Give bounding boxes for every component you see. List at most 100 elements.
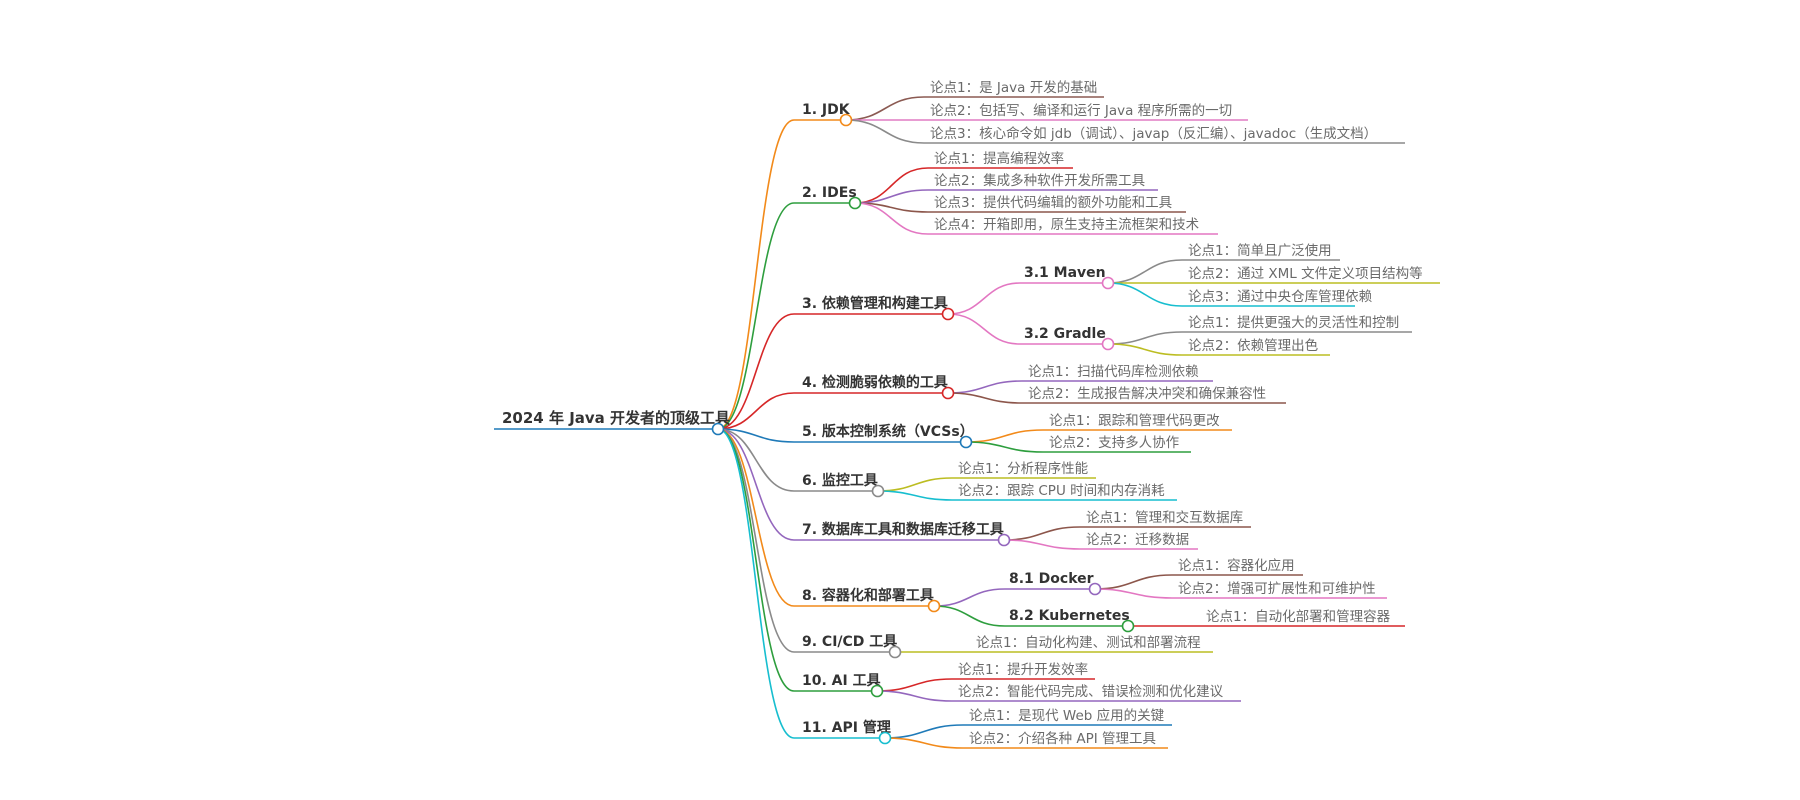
branch-node-dot[interactable]	[871, 484, 885, 498]
leaf-label: 论点1：自动化部署和管理容器	[1206, 608, 1391, 625]
branch-edge	[717, 428, 795, 739]
branch-edge	[717, 428, 795, 443]
leaf-label: 论点2：迁移数据	[1086, 532, 1189, 548]
sub-title: 3.1 Maven	[1024, 265, 1106, 281]
branch-title: 1. JDK	[802, 102, 851, 118]
branch-title: 6. 监控工具	[802, 472, 878, 489]
leaf-label: 论点2：介绍各种 API 管理工具	[969, 731, 1156, 747]
leaf-label: 论点2：生成报告解决冲突和确保兼容性	[1028, 385, 1266, 402]
sub-edge	[947, 313, 1021, 345]
leaf-label: 论点2：依赖管理出色	[1188, 337, 1318, 354]
branch-node-dot[interactable]	[941, 386, 955, 400]
root-node-dot[interactable]	[711, 422, 725, 436]
leaf-label: 论点1：扫描代码库检测依赖	[1028, 364, 1199, 380]
branch-node-dot[interactable]	[997, 533, 1011, 547]
leaf-edge	[876, 690, 953, 702]
leaf-edge	[877, 490, 953, 501]
branch-node-dot[interactable]	[941, 307, 955, 321]
branch-node-dot[interactable]	[870, 684, 884, 698]
leaf-label: 论点1：分析程序性能	[958, 461, 1088, 477]
branch-node-dot[interactable]	[848, 196, 862, 210]
leaf-edge	[947, 380, 1023, 394]
leaf-label: 论点2：支持多人协作	[1049, 434, 1179, 451]
sub-node-dot[interactable]	[1088, 582, 1102, 596]
leaf-edge	[845, 119, 925, 144]
leaf-label: 论点3：提供代码编辑的额外功能和工具	[934, 195, 1172, 211]
leaf-label: 论点1：提升开发效率	[958, 661, 1088, 678]
branch-edge	[717, 392, 795, 430]
leaf-label: 论点2：增强可扩展性和可维护性	[1178, 581, 1376, 597]
branch-edge	[717, 428, 795, 607]
branch-edge	[717, 428, 795, 653]
leaf-edge	[1107, 343, 1183, 356]
sub-edge	[933, 605, 1006, 627]
leaf-label: 论点1：提供更强大的灵活性和控制	[1188, 315, 1399, 331]
leaf-edge	[876, 678, 953, 692]
leaf-label: 论点1：跟踪和管理代码更改	[1049, 413, 1220, 429]
leaf-edge	[845, 96, 925, 121]
leaf-edge	[1003, 526, 1081, 541]
leaf-label: 论点2：跟踪 CPU 时间和内存消耗	[958, 483, 1165, 499]
leaf-label: 论点1：管理和交互数据库	[1086, 509, 1243, 526]
leaf-label: 论点1：是 Java 开发的基础	[930, 79, 1097, 96]
sub-title: 3.2 Gradle	[1024, 326, 1106, 342]
leaf-label: 论点3：核心命令如 jdb（调试）、javap（反汇编）、javadoc（生成文…	[930, 125, 1377, 142]
sub-title: 8.1 Docker	[1009, 571, 1094, 587]
branch-title: 2. IDEs	[802, 185, 857, 201]
leaf-label: 论点1：容器化应用	[1178, 557, 1295, 574]
branch-title: 7. 数据库工具和数据库迁移工具	[802, 521, 1004, 538]
branch-node-dot[interactable]	[959, 435, 973, 449]
leaf-edge	[854, 202, 929, 235]
branch-title: 10. AI 工具	[802, 673, 881, 689]
sub-edge	[947, 282, 1021, 315]
branch-edge	[717, 119, 795, 430]
branch-edge	[717, 428, 795, 692]
leaf-edge	[947, 392, 1023, 404]
mindmap-nodes: 2024 年 Java 开发者的顶级工具 1. JDK 论点1：是 Java 开发的…	[502, 79, 1423, 747]
branch-title: 5. 版本控制系统（VCSs）	[802, 423, 974, 440]
leaf-label: 论点1：自动化构建、测试和部署流程	[976, 635, 1201, 651]
leaf-edge	[965, 441, 1044, 453]
leaf-label: 论点1：是现代 Web 应用的关键	[969, 707, 1165, 724]
branch-node-dot[interactable]	[878, 731, 892, 745]
branch-title: 4. 检测脆弱依赖的工具	[802, 374, 948, 391]
leaf-label: 论点3：通过中央仓库管理依赖	[1188, 289, 1373, 305]
leaf-edge	[965, 429, 1044, 443]
branch-edge	[717, 313, 795, 430]
sub-edge	[933, 588, 1006, 607]
branch-title: 9. CI/CD 工具	[802, 634, 897, 650]
leaf-label: 论点2：集成多种软件开发所需工具	[934, 172, 1145, 189]
leaf-edge	[1003, 539, 1081, 550]
sub-title: 8.2 Kubernetes	[1009, 608, 1130, 624]
mindmap-edges	[494, 96, 1440, 749]
branch-node-dot[interactable]	[927, 599, 941, 613]
branch-node-dot[interactable]	[888, 645, 902, 659]
sub-node-dot[interactable]	[1101, 276, 1115, 290]
leaf-label: 论点2：通过 XML 文件定义项目结构等	[1188, 265, 1423, 282]
sub-node-dot[interactable]	[1121, 619, 1135, 633]
root-title: 2024 年 Java 开发者的顶级工具	[502, 409, 730, 427]
sub-node-dot[interactable]	[1101, 337, 1115, 351]
leaf-edge	[877, 477, 953, 492]
branch-title: 3. 依赖管理和构建工具	[802, 295, 948, 312]
leaf-edge	[884, 724, 964, 739]
leaf-edge	[884, 737, 964, 749]
leaf-label: 论点4：开箱即用，原生支持主流框架和技术	[934, 217, 1199, 233]
leaf-label: 论点1：简单且广泛使用	[1188, 242, 1332, 259]
branch-edge	[717, 428, 795, 492]
branch-title: 8. 容器化和部署工具	[802, 587, 934, 604]
leaf-edge	[1107, 331, 1183, 345]
leaf-label: 论点2：智能代码完成、错误检测和优化建议	[958, 684, 1224, 700]
leaf-edge	[1094, 588, 1173, 599]
branch-title: 11. API 管理	[802, 719, 891, 736]
leaf-label: 论点1：提高编程效率	[934, 150, 1064, 167]
leaf-edge	[1094, 574, 1173, 590]
branch-edge	[717, 202, 795, 430]
leaf-label: 论点2：包括写、编译和运行 Java 程序所需的一切	[930, 103, 1232, 119]
leaf-edge	[1107, 282, 1183, 307]
branch-node-dot[interactable]	[839, 113, 853, 127]
leaf-edge	[854, 167, 929, 204]
leaf-edge	[1107, 259, 1183, 284]
branch-edge	[717, 428, 795, 541]
